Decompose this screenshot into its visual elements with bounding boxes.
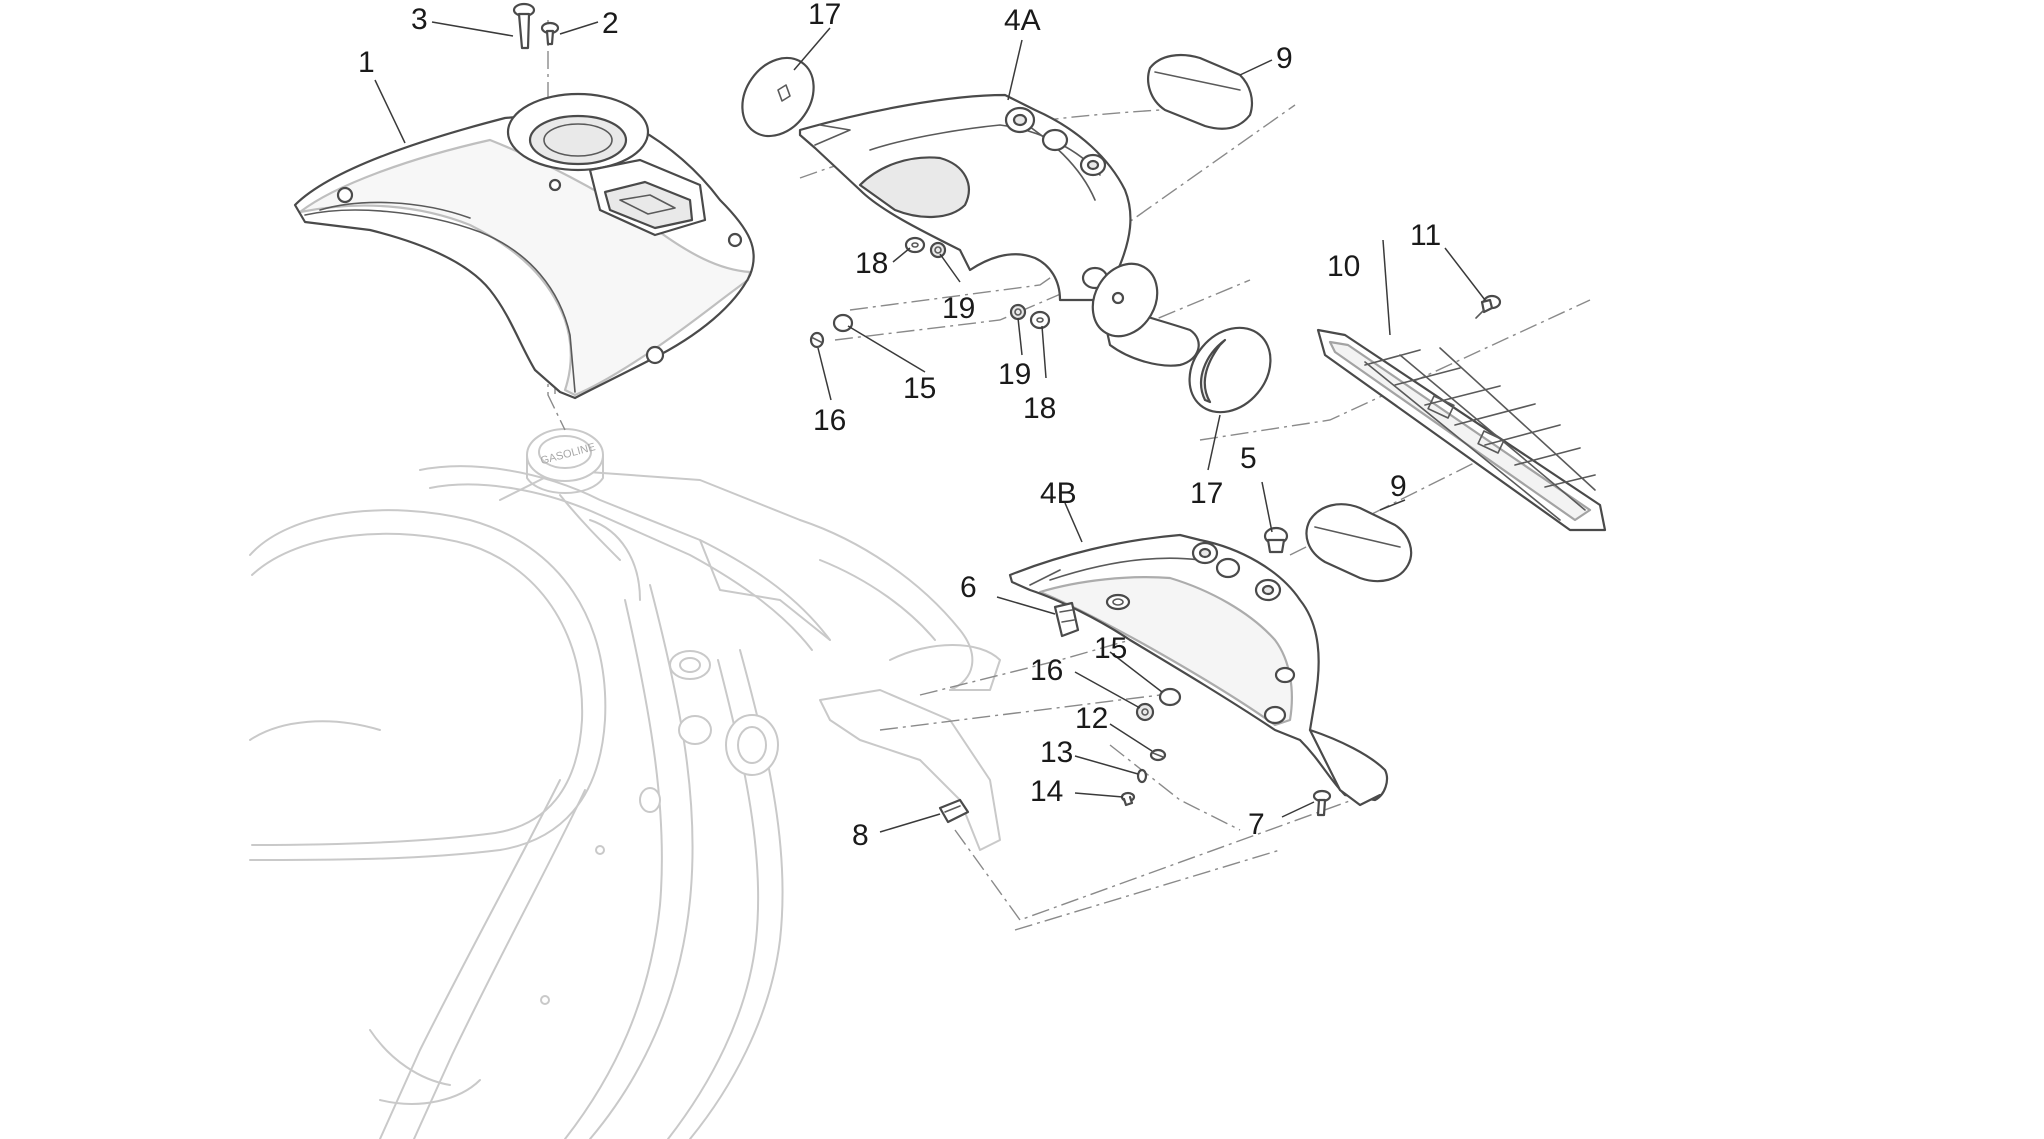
fuel-cap: GASOLINE xyxy=(526,428,604,494)
part-12-nut xyxy=(1149,748,1167,762)
part-4a-mudguard-upper xyxy=(798,93,1200,367)
callout-1: 1 xyxy=(358,46,375,79)
callout-labels: 3 2 1 17 4A 9 11 10 18 19 19 18 15 16 17… xyxy=(358,0,1441,852)
callout-3: 3 xyxy=(411,3,428,36)
callout-18-upper: 18 xyxy=(855,247,888,280)
nut-16-upper xyxy=(809,331,825,349)
part-8-fastener xyxy=(938,798,970,824)
callout-2: 2 xyxy=(602,7,619,40)
part-5-bolt xyxy=(1263,526,1289,554)
nut-16-lower xyxy=(1135,702,1155,722)
callout-9-lower: 9 xyxy=(1390,470,1407,503)
part-6-clip xyxy=(1053,601,1080,638)
callout-5: 5 xyxy=(1240,442,1257,475)
scooter-frame: GASOLINE xyxy=(249,428,1001,1139)
part-10-plate-holder xyxy=(1316,328,1607,532)
part-2-screw xyxy=(540,21,560,46)
washer-18-mid xyxy=(1029,310,1051,330)
callout-4a: 4A xyxy=(1004,4,1041,37)
nut-19-mid xyxy=(1009,303,1027,321)
part-14-screw xyxy=(1120,791,1136,807)
part-17-cap-lower xyxy=(1188,326,1272,414)
part-7-screw xyxy=(1312,789,1332,817)
callout-4b: 4B xyxy=(1040,477,1077,510)
part-11-screw xyxy=(1475,294,1502,319)
callout-10: 10 xyxy=(1327,250,1360,283)
nut-19-upper xyxy=(929,241,947,259)
callout-13: 13 xyxy=(1040,736,1073,769)
part-13-washer xyxy=(1136,768,1148,784)
callout-16-upper: 16 xyxy=(813,404,846,437)
part-17-cap-upper xyxy=(741,56,815,138)
washer-15-lower xyxy=(1158,687,1182,707)
callout-17-lower: 17 xyxy=(1190,477,1223,510)
callout-18-lower: 18 xyxy=(1023,392,1056,425)
callout-17-upper: 17 xyxy=(808,0,841,31)
leader-lines xyxy=(374,21,1486,833)
callout-12: 12 xyxy=(1075,702,1108,735)
washer-15-upper xyxy=(832,313,854,333)
part-4b-mudguard-lower xyxy=(1008,533,1389,807)
part-9-reflector-lower xyxy=(1305,503,1413,583)
callout-8: 8 xyxy=(852,819,869,852)
callout-19-upper: 19 xyxy=(942,292,975,325)
callout-9-upper: 9 xyxy=(1276,42,1293,75)
callout-6: 6 xyxy=(960,571,977,604)
callout-15-lower: 15 xyxy=(1094,632,1127,665)
part-1-rear-cover xyxy=(293,92,755,400)
callout-16-lower: 16 xyxy=(1030,654,1063,687)
callout-11: 11 xyxy=(1410,219,1441,252)
part-9-reflector-upper xyxy=(1147,53,1254,130)
callout-15-upper: 15 xyxy=(903,372,936,405)
part-3-screw xyxy=(512,2,536,50)
callout-7: 7 xyxy=(1248,808,1265,841)
callout-14: 14 xyxy=(1030,775,1063,808)
callout-19-lower: 19 xyxy=(998,358,1031,391)
washer-18-upper xyxy=(904,236,926,254)
